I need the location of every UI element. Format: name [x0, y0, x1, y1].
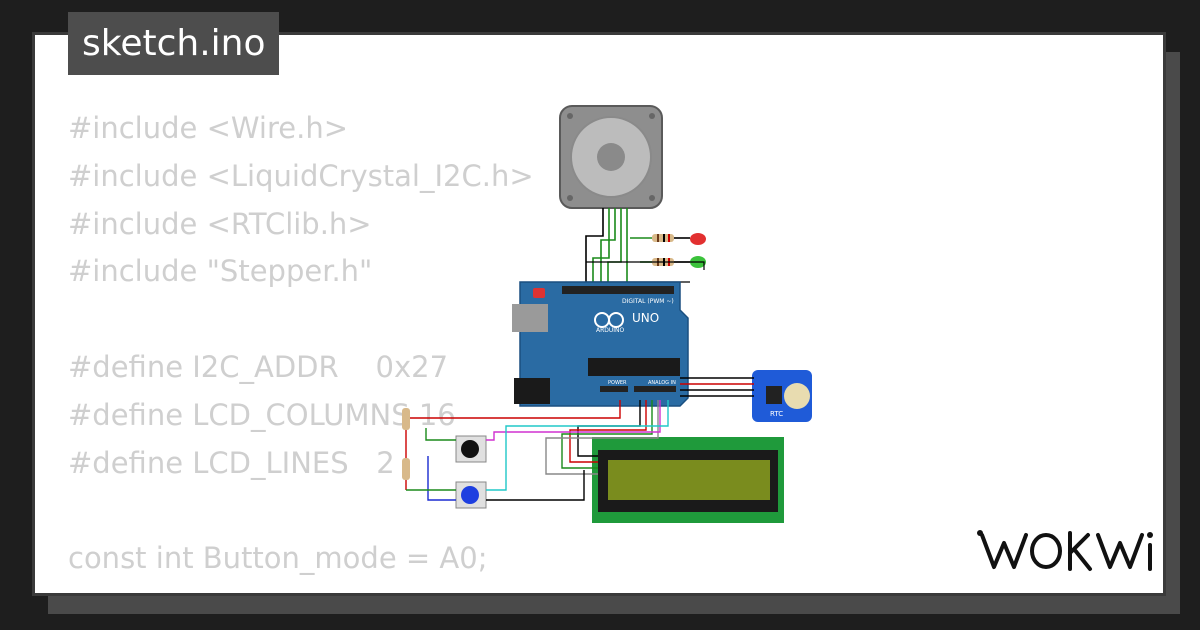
code-line: #define I2C_ADDR 0x27: [68, 349, 449, 384]
wokwi-logo[interactable]: [976, 525, 1154, 577]
code-line: #include "Stepper.h": [68, 254, 373, 289]
motor-wires: [585, 208, 628, 284]
code-line: const int Button_mode = A0;: [68, 541, 488, 576]
board-brand-label: ARDUINO: [596, 327, 625, 334]
board-model-label: UNO: [632, 311, 659, 325]
power-header-label: POWER: [608, 380, 627, 386]
rtc-wires: [680, 377, 754, 397]
button-resistors: [402, 408, 410, 480]
button-wires: [405, 400, 669, 501]
rtc-label: RTC: [770, 410, 783, 418]
code-line: const int Button_select = A1;: [68, 583, 534, 593]
analog-header-label: ANALOG IN: [648, 380, 676, 386]
red-led[interactable]: [630, 233, 706, 245]
black-pushbutton[interactable]: [455, 435, 487, 463]
file-title: sketch.ino: [68, 12, 280, 75]
arduino-uno-board[interactable]: DIGITAL (PWM ~) UNO ARDUINO POWER ANALOG…: [512, 281, 689, 407]
code-line: #define LCD_LINES 2: [68, 445, 395, 480]
stepper-motor[interactable]: [559, 105, 663, 209]
digital-header-label: DIGITAL (PWM ~): [622, 298, 674, 305]
rtc-module[interactable]: RTC: [752, 370, 812, 422]
code-line: #include <Wire.h>: [68, 111, 349, 145]
blue-pushbutton[interactable]: [455, 481, 487, 509]
code-line: #define LCD_COLUMNS 16: [68, 397, 456, 432]
lcd-display[interactable]: [592, 437, 784, 523]
code-line: #include <RTClib.h>: [68, 206, 372, 241]
code-preview: #include <Wire.h> #include <LiquidCrystal…: [68, 105, 534, 593]
code-line: #include <LiquidCrystal_I2C.h>: [68, 158, 534, 193]
